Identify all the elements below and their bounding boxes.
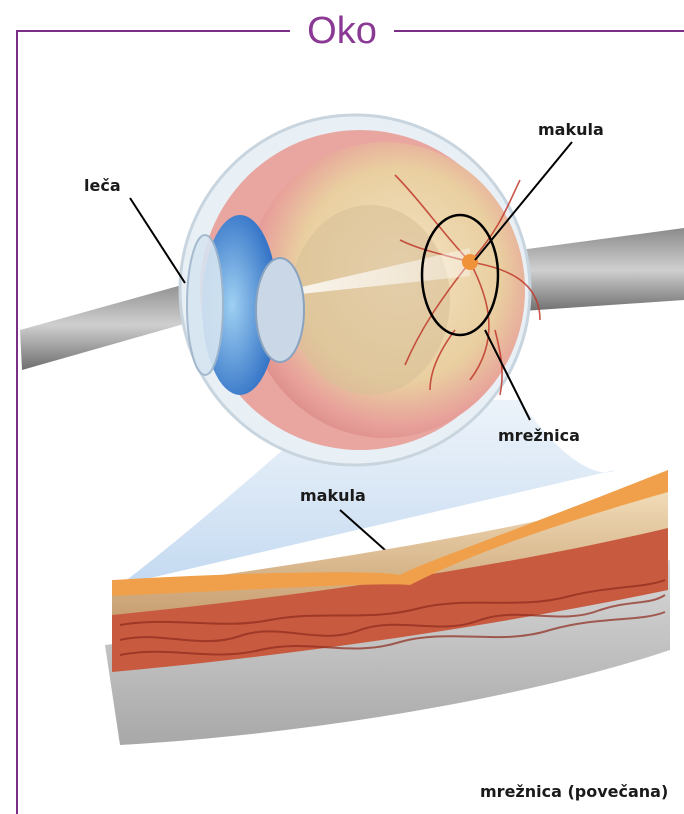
crystalline-lens xyxy=(256,258,304,362)
label-macula-eye: makula xyxy=(538,120,604,139)
optic-nerve xyxy=(505,228,684,312)
label-lens: leča xyxy=(84,176,121,195)
macula-spot xyxy=(462,254,478,270)
label-retina-enlarged: mrežnica (povečana) xyxy=(480,782,668,801)
leader-line-lens xyxy=(130,198,185,283)
label-retina: mrežnica xyxy=(498,426,580,445)
cornea xyxy=(187,235,223,375)
muscle-rod-left xyxy=(20,280,205,370)
label-macula-detail: makula xyxy=(300,486,366,505)
